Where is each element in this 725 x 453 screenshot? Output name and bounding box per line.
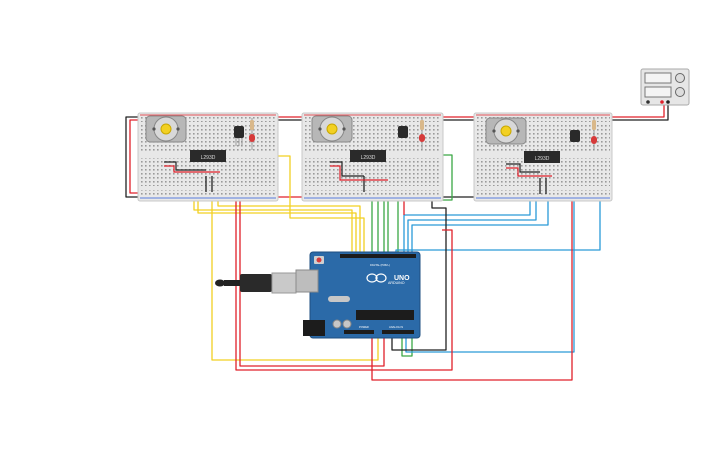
jumper-black[interactable]	[330, 161, 364, 177]
led[interactable]	[591, 136, 597, 144]
model-label: UNO	[394, 275, 410, 282]
motor-driver-chip[interactable]: L293D	[190, 150, 226, 162]
dc-motor[interactable]	[311, 115, 353, 143]
wire-red[interactable]	[129, 119, 140, 194]
transistor[interactable]	[234, 126, 244, 146]
power-header-label: POWER	[359, 325, 369, 329]
arduino-uno[interactable]: ARDUINO UNO POWER ANALOG IN DIGITAL (PWM…	[295, 251, 421, 339]
power-supply[interactable]	[640, 68, 690, 106]
breadboard-2[interactable]: L293D	[301, 112, 444, 202]
led[interactable]	[249, 134, 255, 142]
jumper-red[interactable]	[164, 165, 220, 173]
wire-red[interactable]	[239, 180, 385, 367]
wire-green[interactable]	[401, 336, 413, 357]
resistor[interactable]	[592, 118, 596, 150]
wire-yellow[interactable]	[211, 185, 379, 361]
jumper-black[interactable]	[164, 161, 206, 171]
analog-header-label: ANALOG IN	[389, 325, 403, 329]
wire-green[interactable]	[397, 154, 453, 255]
chip-label: L293D	[535, 156, 550, 162]
transistor[interactable]	[570, 130, 580, 142]
transistor[interactable]	[398, 126, 408, 138]
breadboard-3[interactable]: L293D	[473, 112, 613, 202]
dc-motor[interactable]	[145, 115, 187, 143]
wire-black[interactable]	[391, 195, 447, 351]
jumper-red[interactable]	[330, 165, 388, 181]
chip-label: L293D	[201, 155, 216, 161]
motor-driver-chip[interactable]: L293D	[350, 150, 386, 162]
jumper-black[interactable]	[506, 163, 540, 173]
wire-red[interactable]	[371, 150, 573, 381]
motor-driver-chip[interactable]: L293D	[524, 151, 560, 163]
jumper-red[interactable]	[506, 167, 552, 177]
dc-motor[interactable]	[485, 117, 527, 145]
wire-blue[interactable]	[411, 182, 549, 255]
breadboard-1[interactable]: L293D	[137, 112, 279, 202]
usb-cable[interactable]	[215, 272, 297, 294]
chip-label: L293D	[361, 155, 376, 161]
brand-label: ARDUINO	[388, 281, 405, 285]
wire-black[interactable]	[612, 104, 669, 121]
wire-black[interactable]	[125, 116, 140, 198]
digital-header-label: DIGITAL (PWM~)	[370, 263, 390, 267]
wire-blue[interactable]	[405, 150, 575, 353]
wire-red[interactable]	[235, 185, 453, 371]
wire-red[interactable]	[612, 104, 665, 118]
led[interactable]	[419, 134, 425, 142]
